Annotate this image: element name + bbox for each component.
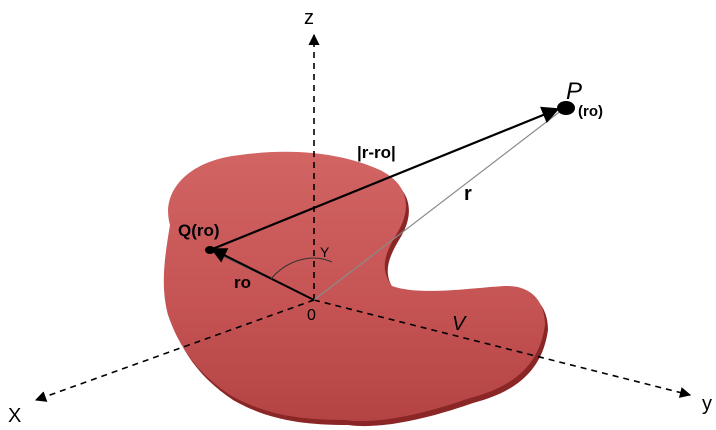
- vector-r-label: r: [464, 183, 472, 205]
- volume-region: [163, 151, 545, 422]
- vector-r-minus-ro-label: |r-ro|: [357, 143, 396, 162]
- z-axis-label: z: [304, 7, 314, 29]
- point-p: [557, 101, 575, 115]
- x-axis: [34, 299, 315, 402]
- point-p-sub-label: (ro): [578, 103, 603, 120]
- angle-label: Y: [320, 244, 330, 260]
- point-p-label: P: [566, 78, 582, 105]
- volume-label: V: [452, 313, 467, 335]
- y-axis: [313, 299, 692, 398]
- vector-ro-label: ro: [234, 273, 251, 292]
- x-axis-label: X: [8, 405, 21, 427]
- point-q-label: Q(ro): [178, 221, 220, 240]
- angle-arc: [270, 257, 333, 280]
- vector-r-minus-ro: [209, 106, 560, 252]
- vector-ro: [210, 248, 315, 301]
- point-q: [205, 246, 215, 254]
- y-axis-label: y: [702, 393, 712, 415]
- origin-label: 0: [307, 307, 316, 324]
- vector-r: [313, 109, 563, 301]
